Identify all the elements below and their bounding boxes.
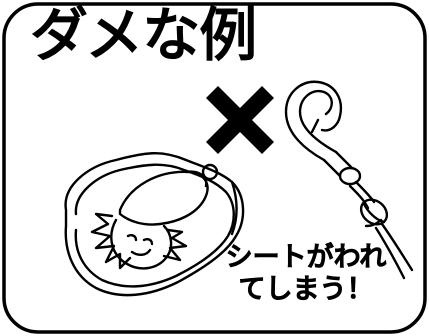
page-title: ダメな例 [30, 1, 257, 69]
clip-cord-icon [284, 80, 414, 280]
warning-caption: シートがわれ てしまう！ [218, 242, 394, 306]
charm-tag-icon [64, 152, 245, 297]
warning-line-2: てしまう！ [238, 273, 374, 306]
warning-line-1: シートがわれ [225, 242, 387, 274]
cross-mark-icon [205, 85, 275, 155]
